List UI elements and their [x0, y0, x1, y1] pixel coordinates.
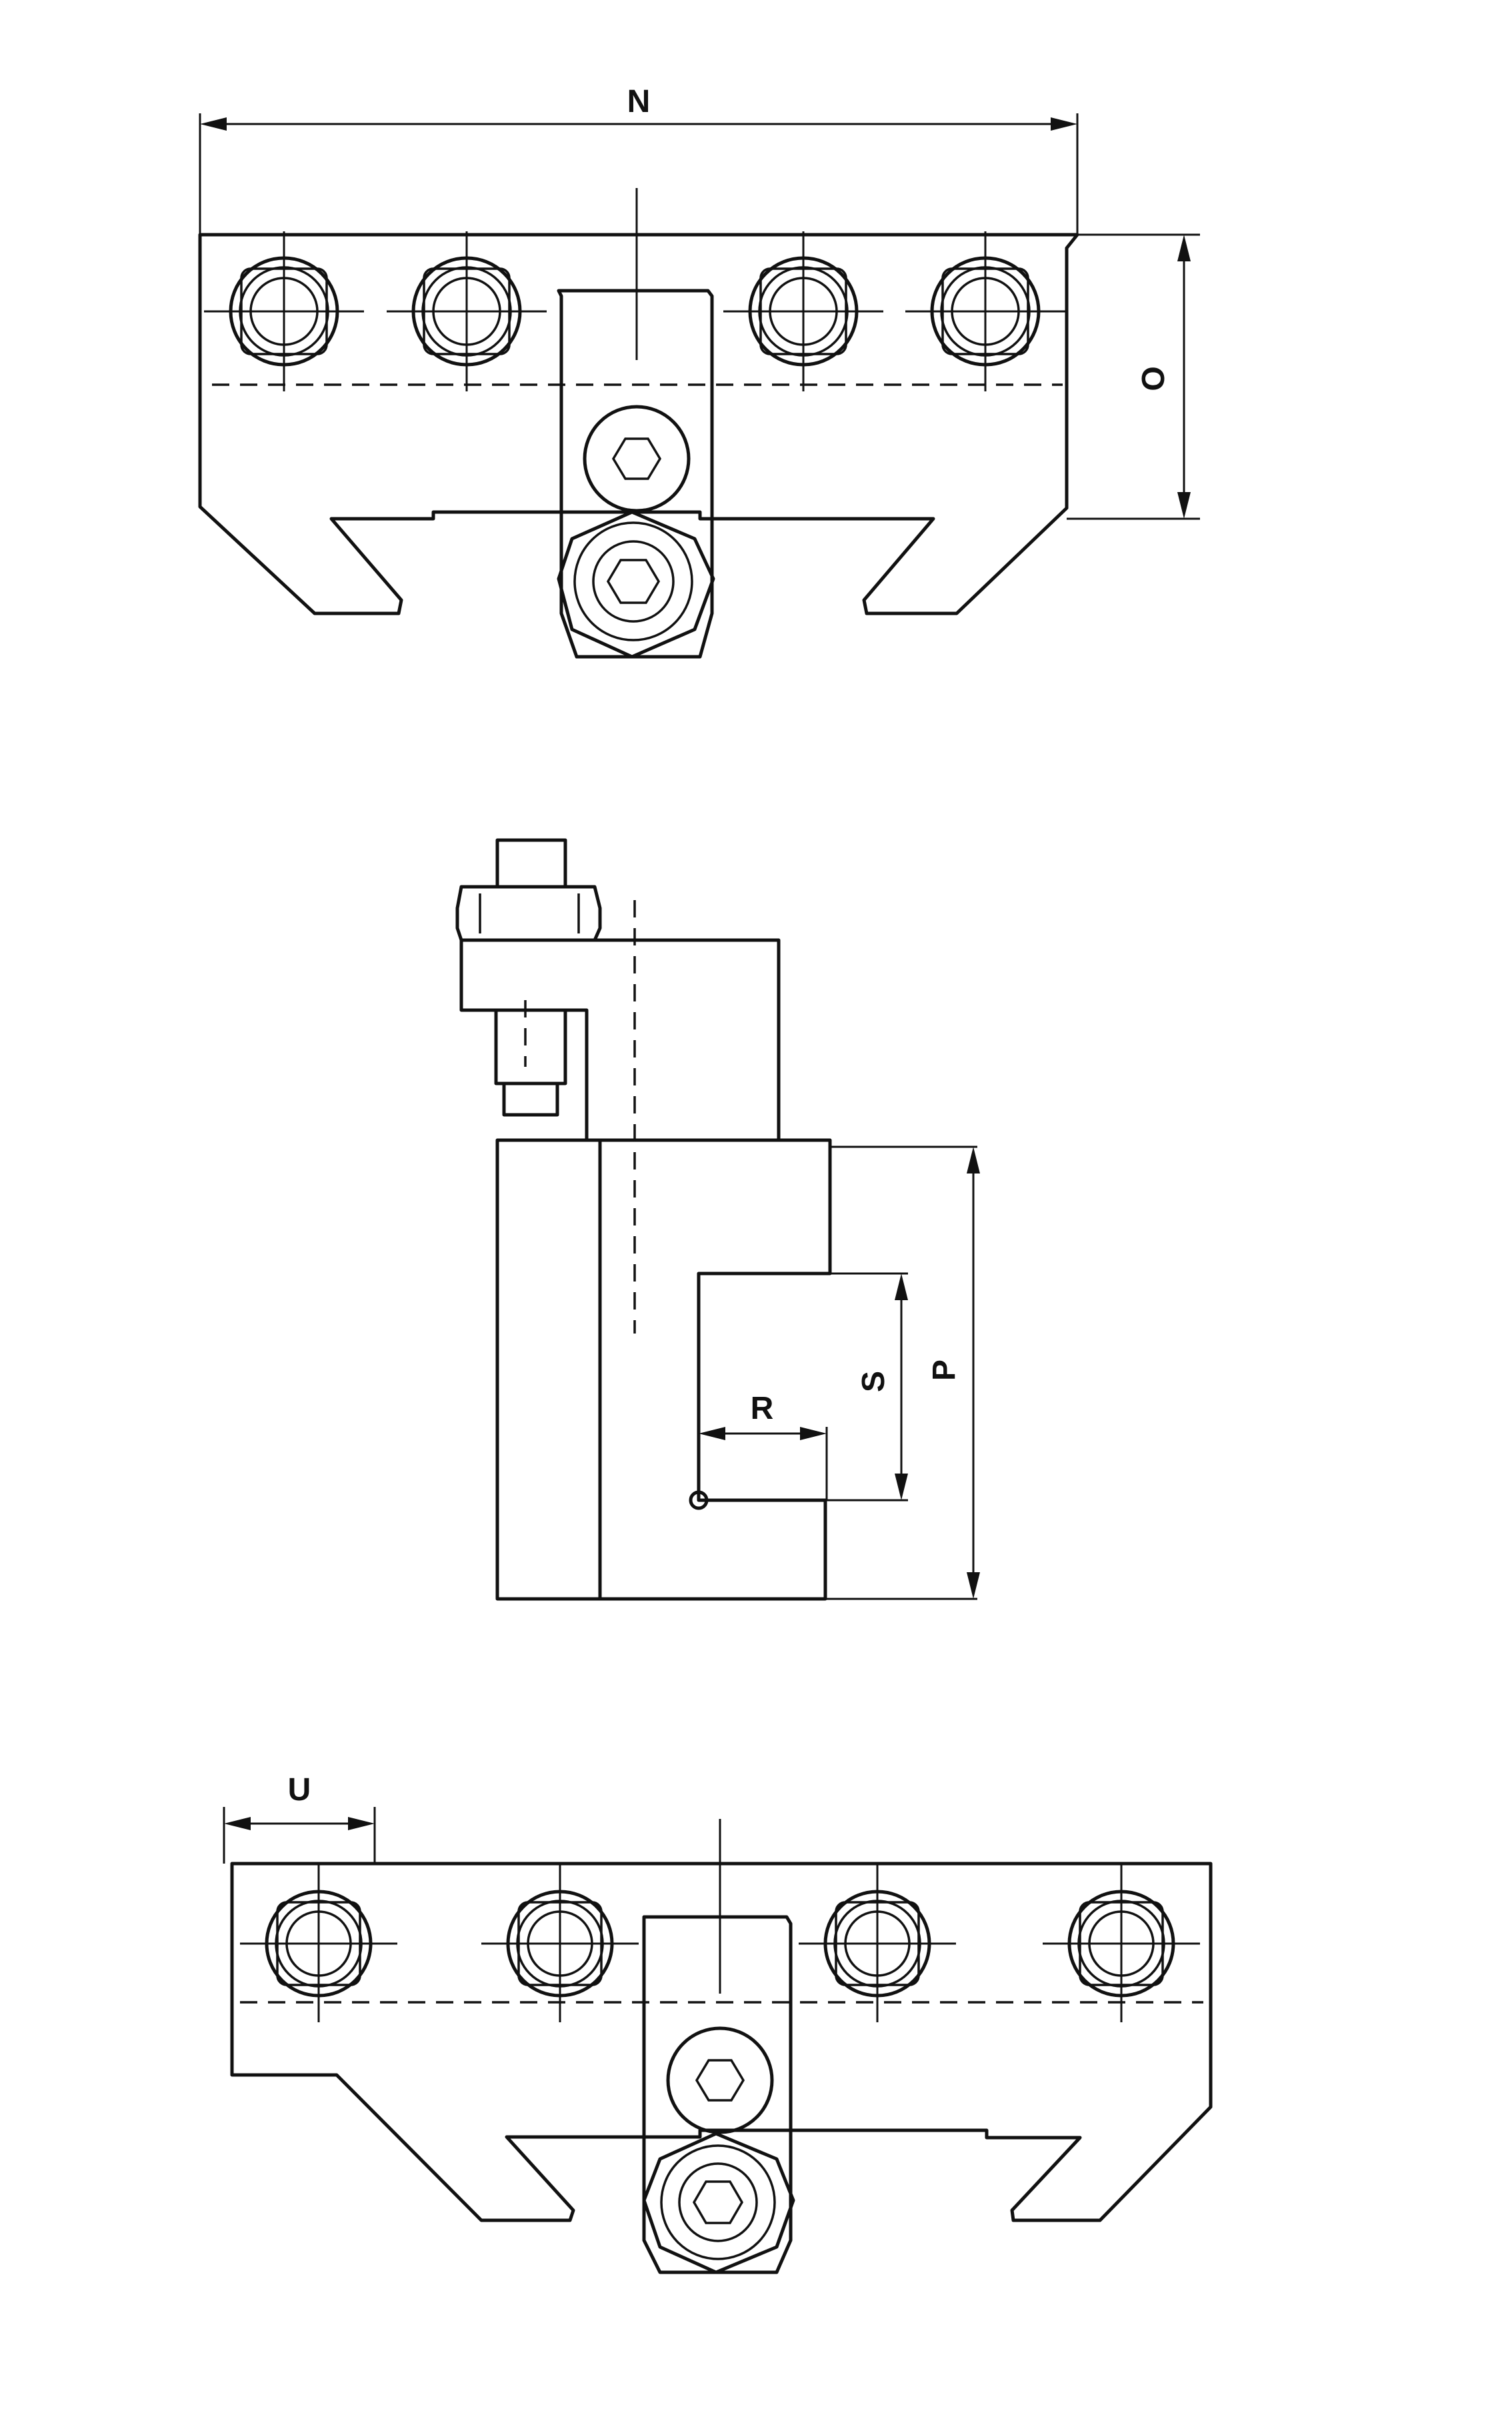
top-view-body [198, 233, 1079, 615]
dimension-r: R [699, 1391, 828, 1500]
dimension-label-o: O [1136, 366, 1171, 391]
socket-screw-icon [583, 405, 691, 513]
bolt-icon [723, 231, 883, 391]
hex-nut-icon [557, 510, 715, 659]
dimension-o: O [1067, 233, 1200, 520]
top-view-clamp-slot [557, 289, 714, 659]
main-block [495, 1138, 832, 1601]
threaded-stud [494, 1008, 567, 1085]
dimension-u: U [223, 1772, 376, 1864]
bolt-icon [240, 1865, 397, 2022]
bolt-head [495, 838, 567, 889]
bottom-view-body [230, 1862, 1213, 2222]
socket-screw-icon [666, 2026, 774, 2134]
side-view: P S R [455, 838, 980, 1601]
bottom-view: U [223, 1772, 1213, 2274]
bolt-icon [481, 1865, 639, 2022]
clamp-arm [459, 938, 781, 1142]
hex-nut-icon [642, 2132, 795, 2274]
bolt-icon [905, 231, 1065, 391]
dimension-label-n: N [627, 84, 651, 119]
bolt-icon [1043, 1865, 1200, 2022]
top-view: N O [198, 84, 1200, 659]
bolt-icon [799, 1865, 956, 2022]
dimension-p: P [825, 1145, 980, 1600]
bottom-view-clamp-slot [642, 1915, 793, 2274]
dimension-label-u: U [288, 1772, 311, 1808]
bolt-icon [387, 231, 547, 391]
dimension-label-p: P [927, 1360, 962, 1381]
dimension-s: S [825, 1272, 908, 1502]
dimension-n: N [199, 84, 1079, 235]
bolt-icon [204, 231, 364, 391]
relief-hole [689, 1490, 709, 1510]
stud-tip [502, 1081, 559, 1117]
bottom-view-bolts [240, 1865, 1200, 2022]
dimension-label-s: S [856, 1371, 891, 1392]
top-view-bolts [204, 231, 1065, 391]
dimension-label-r: R [751, 1391, 774, 1426]
